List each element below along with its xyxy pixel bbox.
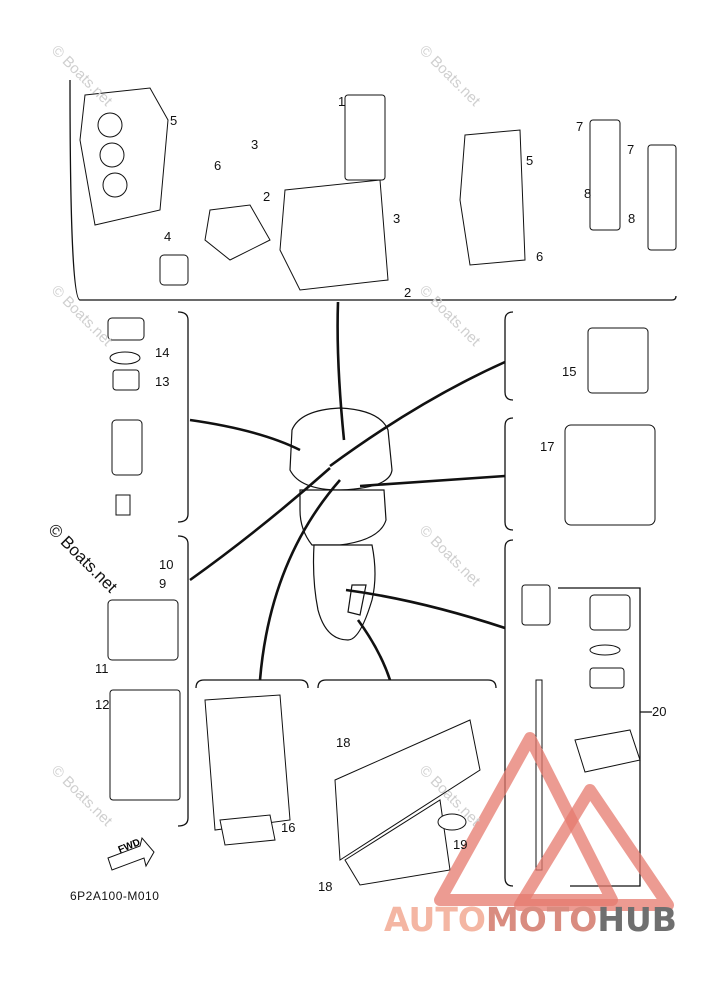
brand-wordmark: AUTOMOTOHUB — [384, 900, 677, 939]
fwd-arrow — [107, 836, 155, 871]
callout-18b: 18 — [318, 879, 333, 894]
right-bracket-17 — [504, 417, 514, 531]
callout-1: 1 — [338, 94, 346, 109]
callout-7b: 7 — [627, 142, 635, 157]
right-bracket-15 — [504, 311, 514, 401]
callout-2b: 2 — [404, 285, 412, 300]
right-components — [521, 327, 656, 871]
cylinder-head-group — [79, 87, 677, 291]
top-bracket — [69, 79, 677, 301]
left-bracket-upper — [177, 311, 189, 523]
fuel-filter-group — [107, 317, 181, 801]
callout-2a: 2 — [263, 189, 271, 204]
callout-15: 15 — [562, 364, 577, 379]
callout-3b: 3 — [393, 211, 401, 226]
callout-17: 17 — [540, 439, 555, 454]
bottom-bracket-mid — [317, 679, 497, 689]
callout-20: 20 — [652, 704, 667, 719]
brand-part-hub: HUB — [597, 900, 677, 939]
callout-6a: 6 — [214, 158, 222, 173]
callout-6b: 6 — [536, 249, 544, 264]
left-bracket-lower — [177, 535, 189, 827]
callout-7a: 7 — [576, 119, 584, 134]
callout-19: 19 — [453, 837, 468, 852]
diagram-code: 6P2A100-M010 — [70, 889, 160, 903]
callout-16: 16 — [281, 820, 296, 835]
callout-5b: 5 — [526, 153, 534, 168]
lower-components — [204, 694, 481, 886]
callout-8a: 8 — [584, 186, 592, 201]
brand-part-auto: AUTO — [384, 900, 486, 939]
callout-3a: 3 — [251, 137, 259, 152]
callout-14: 14 — [155, 345, 170, 360]
callout-5a: 5 — [170, 113, 178, 128]
callout-9: 9 — [159, 576, 167, 591]
callout-18a: 18 — [336, 735, 351, 750]
brand-part-moto: MOTO — [485, 900, 598, 939]
brand-logo-icon — [434, 732, 674, 911]
callout-13: 13 — [155, 374, 170, 389]
callout-12: 12 — [95, 697, 110, 712]
callout-11: 11 — [95, 661, 109, 676]
callout-4: 4 — [164, 229, 172, 244]
bottom-bracket-left — [195, 679, 309, 689]
right-bracket-lower — [504, 539, 514, 887]
outboard-motor — [289, 407, 393, 641]
leader-lines — [189, 301, 506, 681]
callout-10: 10 — [159, 557, 174, 572]
callout-8b: 8 — [628, 211, 636, 226]
